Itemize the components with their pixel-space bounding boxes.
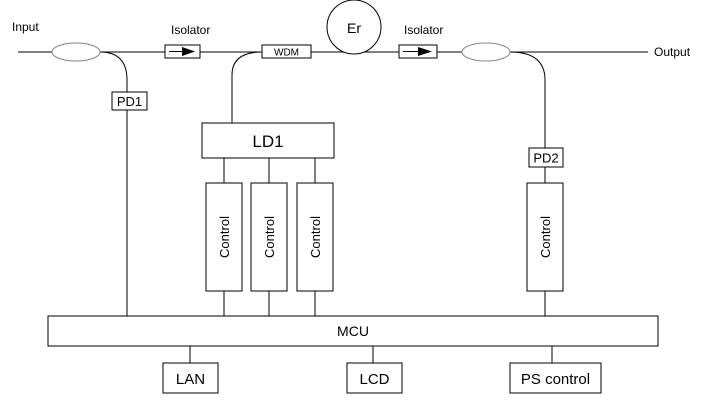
- ld1-box: [201, 122, 335, 159]
- output-coupler: [461, 42, 511, 62]
- ps-control-box: [509, 362, 602, 394]
- control-box-3: [296, 182, 334, 292]
- control-box-4: [526, 182, 564, 292]
- control-box-1: [205, 182, 243, 292]
- input-coupler: [51, 42, 101, 62]
- control-box-2: [250, 182, 288, 292]
- mcu-box: [47, 315, 659, 347]
- ps-control-label: PS control: [521, 371, 590, 388]
- input-label: Input: [12, 20, 39, 34]
- pd1-box: [111, 91, 148, 111]
- wdm-label: WDM: [274, 48, 299, 59]
- wdm-to-ld1-line: [231, 51, 263, 123]
- wdm-box: [261, 44, 312, 59]
- control-1-label: Control: [217, 216, 232, 258]
- er-label: Er: [347, 20, 361, 36]
- mcu-label: MCU: [337, 323, 369, 339]
- pd2-box: [528, 147, 564, 168]
- isolator-right-label: Isolator: [404, 23, 443, 37]
- erbium-fiber-circle: [326, 0, 382, 55]
- tap-line-pd1: [99, 51, 128, 92]
- ld1-label: LD1: [252, 132, 283, 151]
- tap-line-pd2: [509, 51, 546, 148]
- pd2-label: PD2: [533, 151, 558, 166]
- output-label: Output: [654, 45, 691, 59]
- pd1-label: PD1: [117, 94, 142, 109]
- isolator-left: [164, 44, 201, 59]
- isolator-right: [398, 44, 438, 59]
- control-3-label: Control: [308, 216, 323, 258]
- control-4-label: Control: [538, 216, 553, 258]
- lcd-label: LCD: [359, 371, 389, 388]
- lan-box: [162, 362, 219, 394]
- lan-label: LAN: [176, 371, 205, 388]
- isolator-left-label: Isolator: [171, 23, 210, 37]
- control-2-label: Control: [262, 216, 277, 258]
- lcd-box: [346, 362, 403, 394]
